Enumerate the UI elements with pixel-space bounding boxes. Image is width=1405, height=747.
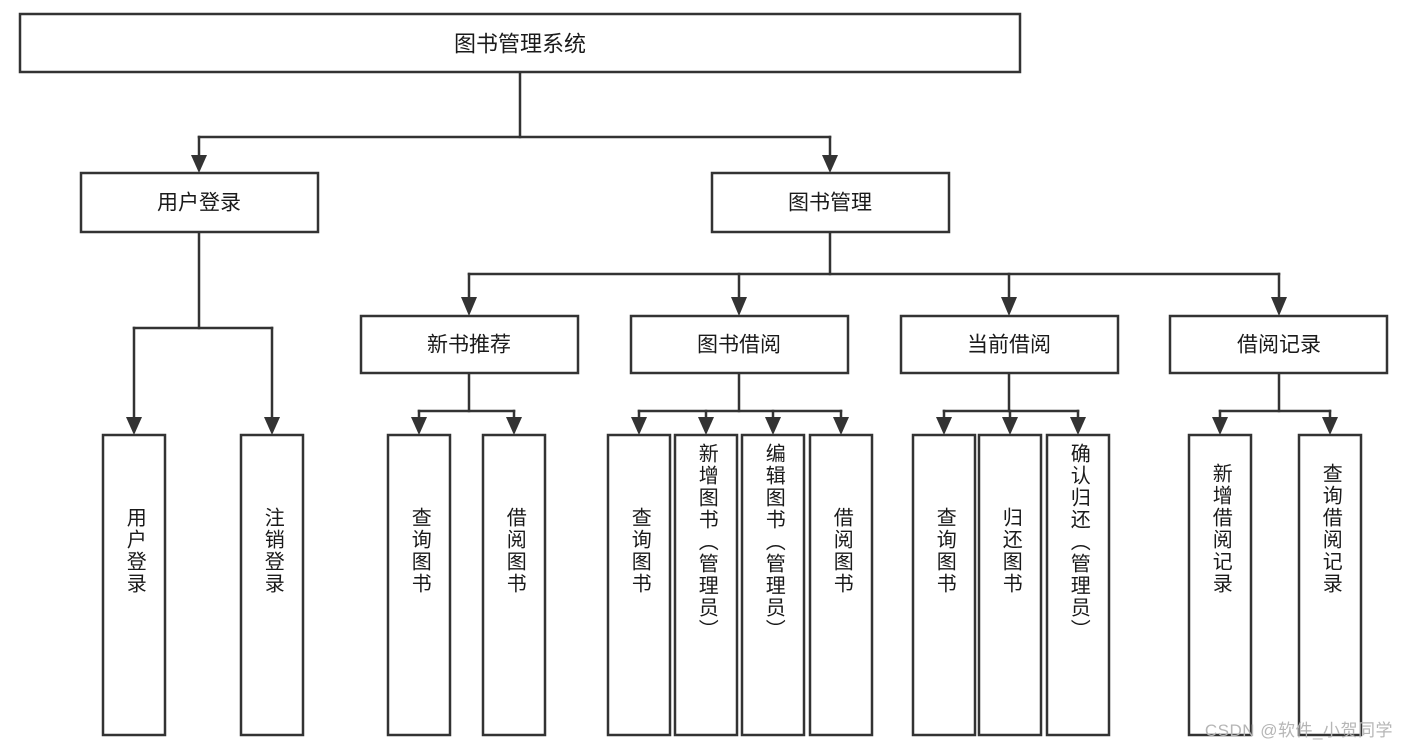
arrow-to-borrow-book [731, 297, 747, 316]
node-borrow-record-rect[interactable] [1168, 314, 1389, 375]
arrow-to-user-login [191, 155, 207, 173]
leaf-rect-borrow-record-0[interactable] [1187, 433, 1253, 737]
node-root-label: 图书管理系统 [454, 32, 586, 57]
node-user-login-label: 用户登录 [157, 192, 241, 215]
arrow-borrow-record-child2 [1322, 417, 1338, 435]
leaf-rect-current-borrow-2[interactable] [1045, 433, 1111, 737]
leaf-rect-current-borrow-1[interactable] [977, 433, 1043, 737]
arrow-to-borrow-record [1271, 297, 1287, 316]
leaf-rect-new-book-0[interactable] [386, 433, 452, 737]
arrow-borrow-book-child3 [765, 417, 781, 435]
node-book-management[interactable]: 图书管理 [710, 171, 951, 234]
leaf-rect-borrow-book-2[interactable] [740, 433, 806, 737]
arrow-borrow-book-child2 [698, 417, 714, 435]
leaf-rect-user-login-1[interactable] [239, 433, 305, 737]
node-book-borrow-rect[interactable] [629, 314, 850, 375]
node-book-management-label: 图书管理 [788, 192, 872, 215]
arrow-to-new-book [461, 297, 477, 316]
arrow-new-book-child1 [411, 417, 427, 435]
node-current-borrow-label: 当前借阅 [967, 334, 1051, 357]
arrow-current-borrow-child1 [936, 417, 952, 435]
arrow-user-login-child2 [264, 417, 280, 435]
arrow-new-book-child2 [506, 417, 522, 435]
arrow-borrow-record-child1 [1212, 417, 1228, 435]
node-user-login[interactable]: 用户登录 [79, 171, 320, 234]
arrow-to-current-borrow [1001, 297, 1017, 316]
node-book-management-rect[interactable] [710, 171, 951, 234]
node-book-borrow-label: 图书借阅 [697, 334, 781, 357]
leaf-nodes [101, 433, 1363, 737]
arrow-borrow-book-child1 [631, 417, 647, 435]
leaf-rect-new-book-1[interactable] [481, 433, 547, 737]
arrow-to-book-mgmt [822, 155, 838, 173]
arrow-current-borrow-child3 [1070, 417, 1086, 435]
leaf-rect-borrow-record-1[interactable] [1297, 433, 1363, 737]
arrow-current-borrow-child2 [1002, 417, 1018, 435]
node-borrow-record-label: 借阅记录 [1237, 334, 1321, 357]
node-root-rect[interactable] [18, 12, 1022, 74]
leaf-rect-user-login-0[interactable] [101, 433, 167, 737]
node-borrow-record[interactable]: 借阅记录 [1168, 314, 1389, 375]
node-user-login-rect[interactable] [79, 171, 320, 234]
watermark-text: CSDN @软件_小贺同学 [1204, 721, 1393, 740]
node-book-borrow[interactable]: 图书借阅 [629, 314, 850, 375]
leaf-rect-borrow-book-1[interactable] [673, 433, 739, 737]
arrow-user-login-child1 [126, 417, 142, 435]
node-new-book-recommend-label: 新书推荐 [427, 334, 511, 357]
arrow-borrow-book-child4 [833, 417, 849, 435]
node-current-borrow-rect[interactable] [899, 314, 1120, 375]
node-current-borrow[interactable]: 当前借阅 [899, 314, 1120, 375]
leaf-rect-borrow-book-0[interactable] [606, 433, 672, 737]
node-new-book-recommend-rect[interactable] [359, 314, 580, 375]
leaf-rect-current-borrow-0[interactable] [911, 433, 977, 737]
node-root[interactable]: 图书管理系统 [18, 12, 1022, 74]
connectors [126, 71, 1338, 435]
node-new-book-recommend[interactable]: 新书推荐 [359, 314, 580, 375]
leaf-rect-borrow-book-3[interactable] [808, 433, 874, 737]
